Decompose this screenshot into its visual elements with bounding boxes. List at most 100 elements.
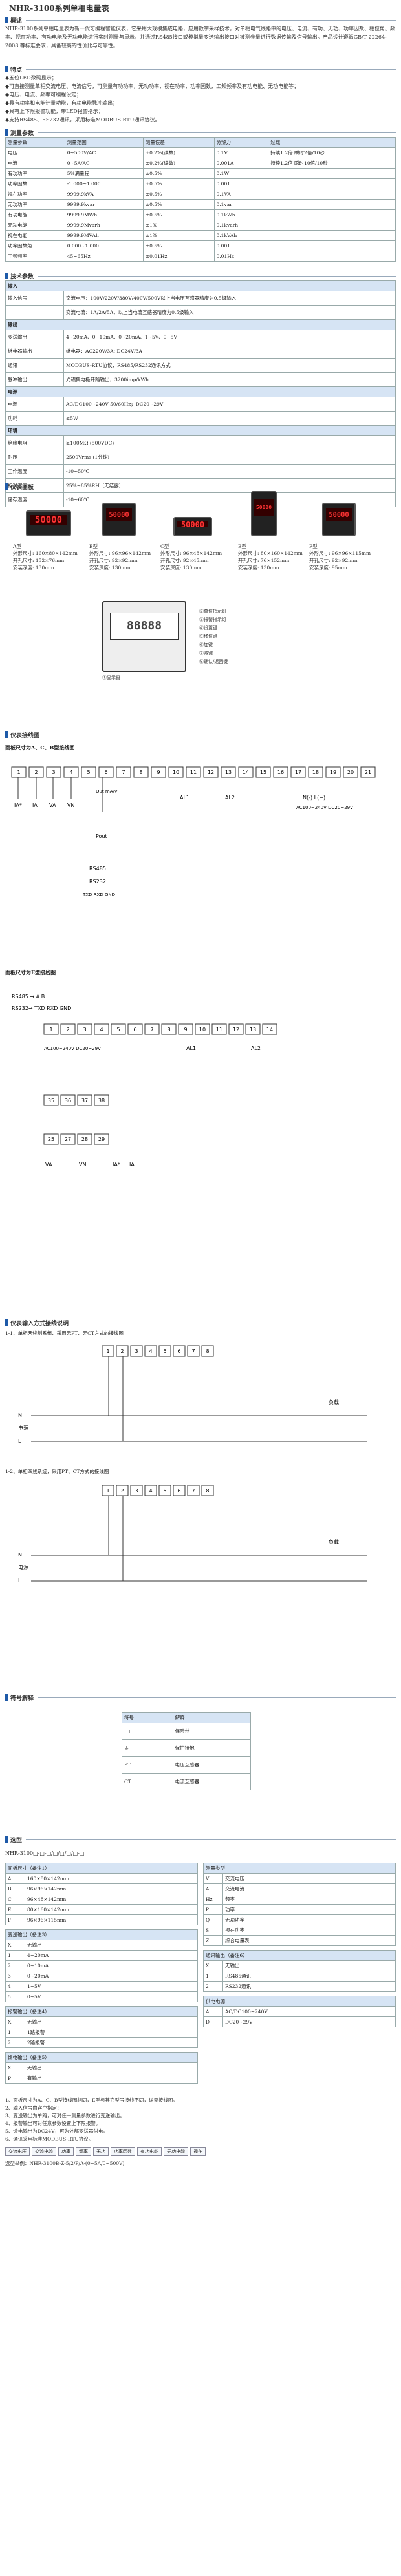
table-cell: 光耦集电极开路输出，3200imp/kWh [63, 372, 396, 387]
rs485-label: RS485 → A B [12, 994, 45, 1000]
table-cell: 无功功率 [5, 199, 65, 210]
table-cell: 无输出 [25, 2016, 198, 2027]
column-header: 符号 [122, 1712, 173, 1723]
svg-text:16: 16 [277, 770, 284, 775]
overview-heading: 概述 [10, 17, 23, 25]
terminal: 3 [46, 766, 61, 778]
table-row: 功耗≤5W [5, 411, 396, 426]
table-cell [268, 189, 396, 200]
svg-text:18: 18 [312, 770, 319, 775]
table-cell: 9999.9MWh [64, 209, 144, 220]
wiring-a-title: 面板尺寸为A、C、B型接线图 [5, 744, 75, 751]
terminal: 7 [187, 1345, 200, 1357]
terminal: 7 [116, 766, 131, 778]
wiring2-caption-1: 1-1、单相两线制系统、采用无PT、无CT方式的接线图 [5, 1330, 124, 1336]
table-cell: A [203, 2006, 223, 2017]
caption-line: 安装深度: 95mm [309, 565, 347, 571]
svg-text:8: 8 [206, 1488, 209, 1494]
terminal: 36 [60, 1094, 76, 1106]
column-header: 过载 [268, 137, 396, 148]
table-cell: 无输出 [222, 1960, 396, 1971]
table-cell: 0~5A/AC [64, 158, 144, 169]
terminal: 3 [130, 1485, 143, 1496]
table-cell: 电压 [5, 147, 65, 158]
table-cell: ≥100MΩ (500VDC) [63, 435, 396, 450]
table-cell: 9999.9kvar [64, 199, 144, 210]
terminal: 11 [211, 1023, 227, 1035]
table-cell: 有功电能 [5, 209, 65, 220]
svg-text:6: 6 [177, 1488, 180, 1494]
table-cell [268, 168, 396, 179]
table-cell: 0.01Hz [213, 251, 269, 262]
column-header: 测量参数 [5, 137, 65, 148]
feature-item: ◆具有上下限报警功能，带LED报警指示； [5, 109, 103, 114]
caption-line: 外形尺寸: 96×96×142mm [89, 550, 151, 556]
table-cell: 9999.9Mvarh [64, 220, 144, 231]
table-cell: ±0.2%(读数) [142, 158, 215, 169]
table-cell [268, 251, 396, 262]
caption-line: 开孔尺寸: 92×92mm [89, 558, 138, 563]
svg-text:27: 27 [65, 1136, 71, 1142]
svg-text:8: 8 [206, 1348, 209, 1354]
svg-text:6: 6 [177, 1348, 180, 1354]
table-cell: DC20~29V [222, 2016, 396, 2027]
group-row: 环境 [5, 425, 396, 436]
terminal: 2 [116, 1345, 129, 1357]
svg-text:7: 7 [150, 1027, 153, 1032]
table-cell: 综合电量表 [222, 1935, 396, 1946]
params-heading: 测量参数 [10, 130, 34, 137]
svg-text:2: 2 [34, 770, 38, 775]
option-chip: 频率 [76, 2147, 91, 2156]
table-header-row: 测量参数测量范围测量误差分辨力过载 [5, 137, 396, 148]
features-section: 特点 ◆五位LED数码显示；◆可直接测量单相交流电压、电流信号，可测量有功功率，… [5, 65, 396, 124]
terminal: 4 [144, 1485, 157, 1496]
caption-line: 开孔尺寸: 92×92mm [309, 558, 358, 563]
table-header-row: 测量类型 [203, 1863, 396, 1874]
option-chip: 无功 [93, 2147, 109, 2156]
table-cell: 绝缘电阻 [5, 435, 64, 450]
table-cell: 保护接地 [172, 1739, 252, 1757]
terminal-label: VN [67, 802, 74, 808]
power-label: AC100~240V DC20~29V [296, 805, 353, 810]
table-cell: 继电器：AC220V/3A; DC24V/3A [63, 344, 396, 359]
svg-text:14: 14 [243, 770, 249, 775]
panel-label: ⑦减键 [199, 651, 213, 656]
note-item: 5、馈电输出为DC24V，可为外部变送器供电。 [5, 2128, 108, 2134]
terminal: 14 [262, 1023, 277, 1035]
table-cell: 0.1kvarh [213, 220, 269, 231]
table-cell: 电流互感器 [172, 1773, 252, 1790]
table-cell: MODBUS-RTU协议，RS485/RS232通讯方式 [63, 358, 396, 373]
svg-text:2: 2 [66, 1027, 69, 1032]
wiring2-heading: 仪表输入方式接线说明 [10, 1320, 69, 1327]
table-cell: 交流电压：100V/220V/380V/400V/500V以上当电压互感器精度为… [63, 291, 396, 306]
table-cell: 0.1kWh [213, 209, 269, 220]
svg-text:3: 3 [135, 1348, 138, 1354]
load-label: 负载 [329, 1538, 339, 1545]
table-cell: A [203, 1883, 223, 1894]
table-cell: A [5, 1873, 25, 1884]
option-chip: 有功电能 [137, 2147, 162, 2156]
terminal: 28 [77, 1133, 92, 1145]
svg-text:25: 25 [48, 1136, 54, 1142]
column-header: 测量误差 [142, 137, 215, 148]
svg-text:15: 15 [260, 770, 266, 775]
terminal: 6 [98, 766, 114, 778]
svg-text:14: 14 [266, 1027, 273, 1032]
svg-text:6: 6 [133, 1027, 136, 1032]
svg-text:3: 3 [52, 770, 55, 775]
table-cell: X [5, 2062, 25, 2073]
svg-text:3: 3 [135, 1488, 138, 1494]
terminal: 25 [43, 1133, 59, 1145]
caption-line: 安装深度: 130mm [13, 565, 54, 571]
al2-label: AL2 [225, 795, 235, 801]
table-cell: ⏚ [122, 1739, 173, 1757]
